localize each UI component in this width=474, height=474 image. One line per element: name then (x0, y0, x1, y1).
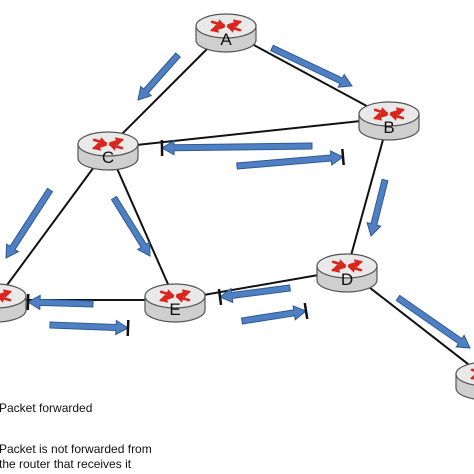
router-arrows-icon (331, 259, 363, 273)
link-b-d (346, 117, 390, 271)
blocked-bar-icon (341, 148, 345, 166)
arrow-c-blocked (160, 139, 313, 157)
router-label: B (383, 118, 394, 137)
blocked-bar-icon (303, 302, 309, 320)
link-c-f (0, 147, 109, 297)
router-c: C (77, 131, 139, 171)
arrow-f-blocked (49, 319, 130, 337)
router-g (455, 362, 474, 400)
arrow-d-to-e-blocked (217, 284, 291, 306)
router-e: E (144, 283, 206, 323)
router-d: D (316, 253, 378, 293)
router-f (0, 283, 27, 323)
arrow-d-to-g (395, 294, 471, 349)
router-arrows-icon (92, 137, 124, 151)
arrow-c-to-e (110, 195, 151, 257)
packet-arrows-layer (5, 44, 471, 349)
legend-not-forwarded-line2: the router that receives it (0, 457, 132, 471)
arrow-c-to-f (5, 187, 54, 259)
router-b: B (358, 101, 420, 141)
legend-not-forwarded-line1: Packet is not forwarded from (0, 442, 152, 456)
router-label: D (341, 270, 353, 289)
router-label: E (169, 300, 180, 319)
routers-layer: A B C D E (0, 13, 474, 400)
link-c-b (107, 117, 390, 149)
arrow-a-to-c (137, 52, 181, 101)
router-a: A (195, 13, 257, 53)
router-arrows-icon (210, 19, 242, 33)
router-label: C (102, 148, 114, 167)
arrow-a-to-b (270, 44, 353, 88)
arrow-e-to-d-blocked (240, 302, 309, 325)
arrow-b-blocked (236, 148, 345, 170)
blocked-bar-icon (126, 319, 130, 337)
link-c-e (107, 147, 176, 301)
router-label: A (220, 30, 232, 49)
blocked-bar-icon (217, 288, 223, 306)
arrow-e-to-f-blocked (26, 293, 94, 311)
router-arrows-icon (373, 107, 405, 121)
router-arrows-icon (159, 289, 191, 303)
legend-forwarded-label: Packet forwarded (0, 401, 93, 415)
arrow-b-to-d (366, 178, 389, 237)
router-arrows-icon (0, 289, 12, 303)
